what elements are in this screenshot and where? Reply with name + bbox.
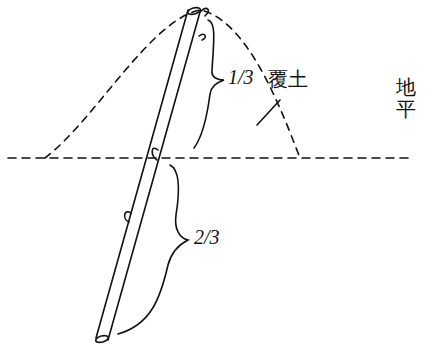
cutting-bottom — [95, 334, 109, 343]
bracket — [194, 20, 224, 148]
fraction-label: 2/3 — [194, 226, 220, 249]
ground-line — [8, 157, 410, 159]
cutting-edge — [108, 12, 200, 340]
bud — [152, 148, 158, 160]
fraction-label: 1/3 — [228, 66, 254, 89]
bud — [125, 212, 131, 222]
bud — [199, 34, 205, 40]
leader-line — [257, 100, 280, 125]
cutting-top — [187, 6, 201, 15]
bracket — [118, 165, 188, 334]
cutting-edge — [96, 10, 188, 338]
ground-label: 地平 — [396, 76, 416, 120]
soil-mound — [45, 10, 300, 158]
bud — [200, 9, 208, 16]
soil-label: 覆土 — [268, 66, 308, 93]
